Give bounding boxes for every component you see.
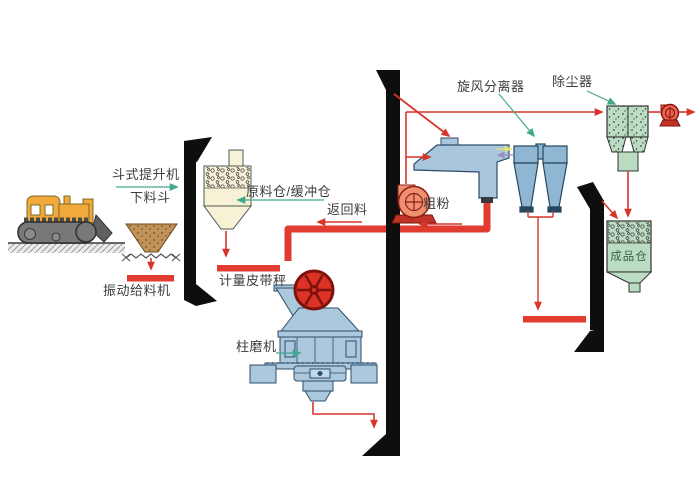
raw-silo-label: 原料仓/缓冲仓: [246, 184, 332, 199]
coarse-powder-label: 粗粉: [423, 196, 451, 211]
belt-scale-conveyor: [217, 265, 280, 272]
bucket-elevator-center: [362, 70, 400, 456]
dust-collector-label: 除尘器: [552, 74, 593, 89]
vibrating-feeder-label: 振动给料机: [103, 283, 171, 298]
cyclone-discharge-conveyor: [523, 211, 586, 323]
classifier: [413, 137, 510, 203]
return-material-label: 返回料: [327, 202, 368, 217]
flow-lines-red: [316, 93, 696, 228]
vibrating-feeder: [121, 253, 181, 282]
product-silo: [606, 220, 653, 293]
mill-discharge-line: [312, 402, 378, 429]
exhaust-fan: [659, 103, 681, 127]
bucket-elevator-right: [574, 182, 604, 352]
mill-flywheel: [293, 269, 335, 311]
column-mill-label: 柱磨机: [236, 339, 277, 354]
product-silo-label: 成品仓: [610, 251, 648, 263]
column-mill: [249, 269, 378, 402]
annotation-arrows-teal: [116, 90, 617, 357]
cyclone-separator: [513, 143, 568, 213]
cyclone-separator-label: 旋风分离器: [457, 79, 525, 94]
feed-hopper: [125, 223, 178, 253]
belt-scale-label: 计量皮带秤: [219, 273, 287, 288]
dust-collector: [606, 105, 649, 172]
bucket-elevator-label: 斗式提升机: [112, 167, 180, 182]
feed-hopper-label: 下料斗: [130, 190, 171, 205]
bucket-elevator-left: [184, 137, 217, 306]
bulldozer: [17, 195, 113, 244]
raw-material-silo: [203, 149, 253, 258]
airflow-arrows: [496, 145, 513, 159]
ground: [8, 242, 125, 253]
